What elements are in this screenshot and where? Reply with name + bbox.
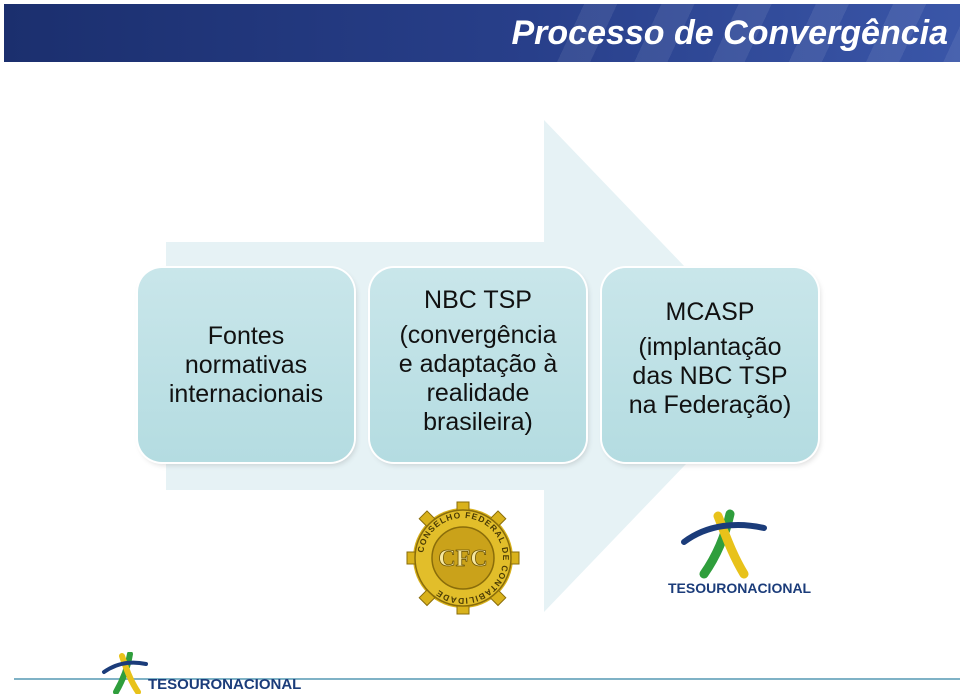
step-3-line-3: na Federação) [628,391,792,419]
title-bar-pattern [540,4,960,62]
cfc-initials: CFC [438,546,487,572]
step-box-nbc-tsp: NBC TSP (convergência e adaptação à real… [370,268,586,462]
step-3-line-2: das NBC TSP [632,362,788,390]
footer-tesouro-mark-icon [102,652,148,694]
title-bar: Processo de Convergência [4,4,960,62]
step-2-line-1: (convergência [399,321,557,349]
step-2-line-3: realidade [426,379,530,407]
footer-tesouro-logo: TESOURONACIONAL [100,652,301,694]
tesouro-nacional-logo: TESOURONACIONAL [668,508,811,600]
tesouro-nacional-wordmark: TESOURONACIONAL [668,580,812,596]
step-1-line-1: Fontes [207,321,285,350]
step-box-sources: Fontes normativas internacionais [138,268,354,462]
step-1-line-3: internacionais [168,379,324,408]
step-box-mcasp: MCASP (implantação das NBC TSP na Federa… [602,268,818,462]
step-2-line-4: brasileira) [423,408,533,436]
step-1-line-2: normativas [184,350,308,379]
step-3-line-1: (implantação [638,333,782,361]
footer-tesouro-wordmark: TESOURONACIONAL [148,676,302,693]
footer-divider [14,678,960,680]
page-title: Processo de Convergência [511,14,948,52]
step-2-line-2: e adaptação à [398,350,558,378]
tesouro-mark-icon [681,509,767,579]
step-3-heading: MCASP [665,298,755,326]
step-2-heading: NBC TSP [424,286,532,314]
cfc-seal-logo: CONSELHO FEDERAL DE CONTABILIDADE CFC [406,501,520,615]
